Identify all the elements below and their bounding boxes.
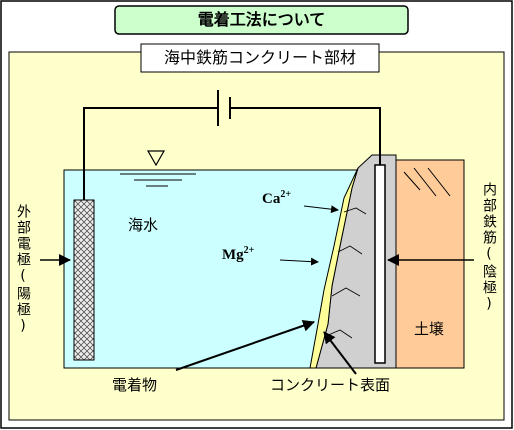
- ca-arrow: [303, 205, 339, 214]
- soil-label: 土壌: [414, 320, 445, 338]
- deposit-arrow: [175, 319, 315, 371]
- crack-2: [337, 245, 363, 255]
- mg-ion-label: Mg2+: [222, 246, 254, 263]
- soil-mark-2: [413, 167, 437, 197]
- mg-ion-charge: 2+: [243, 245, 255, 256]
- title-box: [114, 5, 409, 35]
- electrodeposit-layer: [309, 167, 359, 369]
- wire-right: [230, 107, 381, 165]
- mg-ion-symbol: Mg: [222, 247, 244, 263]
- seawater-label: 海水: [128, 216, 159, 234]
- deposit-label: 電着物: [112, 376, 158, 394]
- ca-ion-charge: 2+: [280, 189, 292, 200]
- cathode-label: 内部鉄筋(陰極): [481, 182, 497, 314]
- water-level-marker: [146, 150, 166, 167]
- internal-rebar: [374, 164, 386, 364]
- wire-left: [83, 107, 218, 200]
- soil-area: [393, 159, 465, 369]
- diagram-title: 電着工法について: [197, 10, 326, 29]
- ca-ion-label: Ca2+: [262, 190, 291, 207]
- anode-label: 外部電極(陽極): [15, 204, 31, 336]
- mg-arrow: [279, 257, 319, 266]
- external-electrode: [73, 199, 95, 361]
- ca-ion-symbol: Ca: [262, 191, 281, 207]
- crack-1: [343, 207, 367, 215]
- concrete-surface-label: コンクリート表面: [270, 376, 391, 394]
- soil-mark-3: [427, 167, 451, 197]
- subtitle-box: [140, 43, 380, 73]
- surface-arrow: [323, 331, 357, 375]
- crack-3: [331, 287, 361, 297]
- soil-mark-1: [403, 171, 421, 191]
- diagram-subtitle: 海中鉄筋コンクリート部材: [163, 48, 356, 67]
